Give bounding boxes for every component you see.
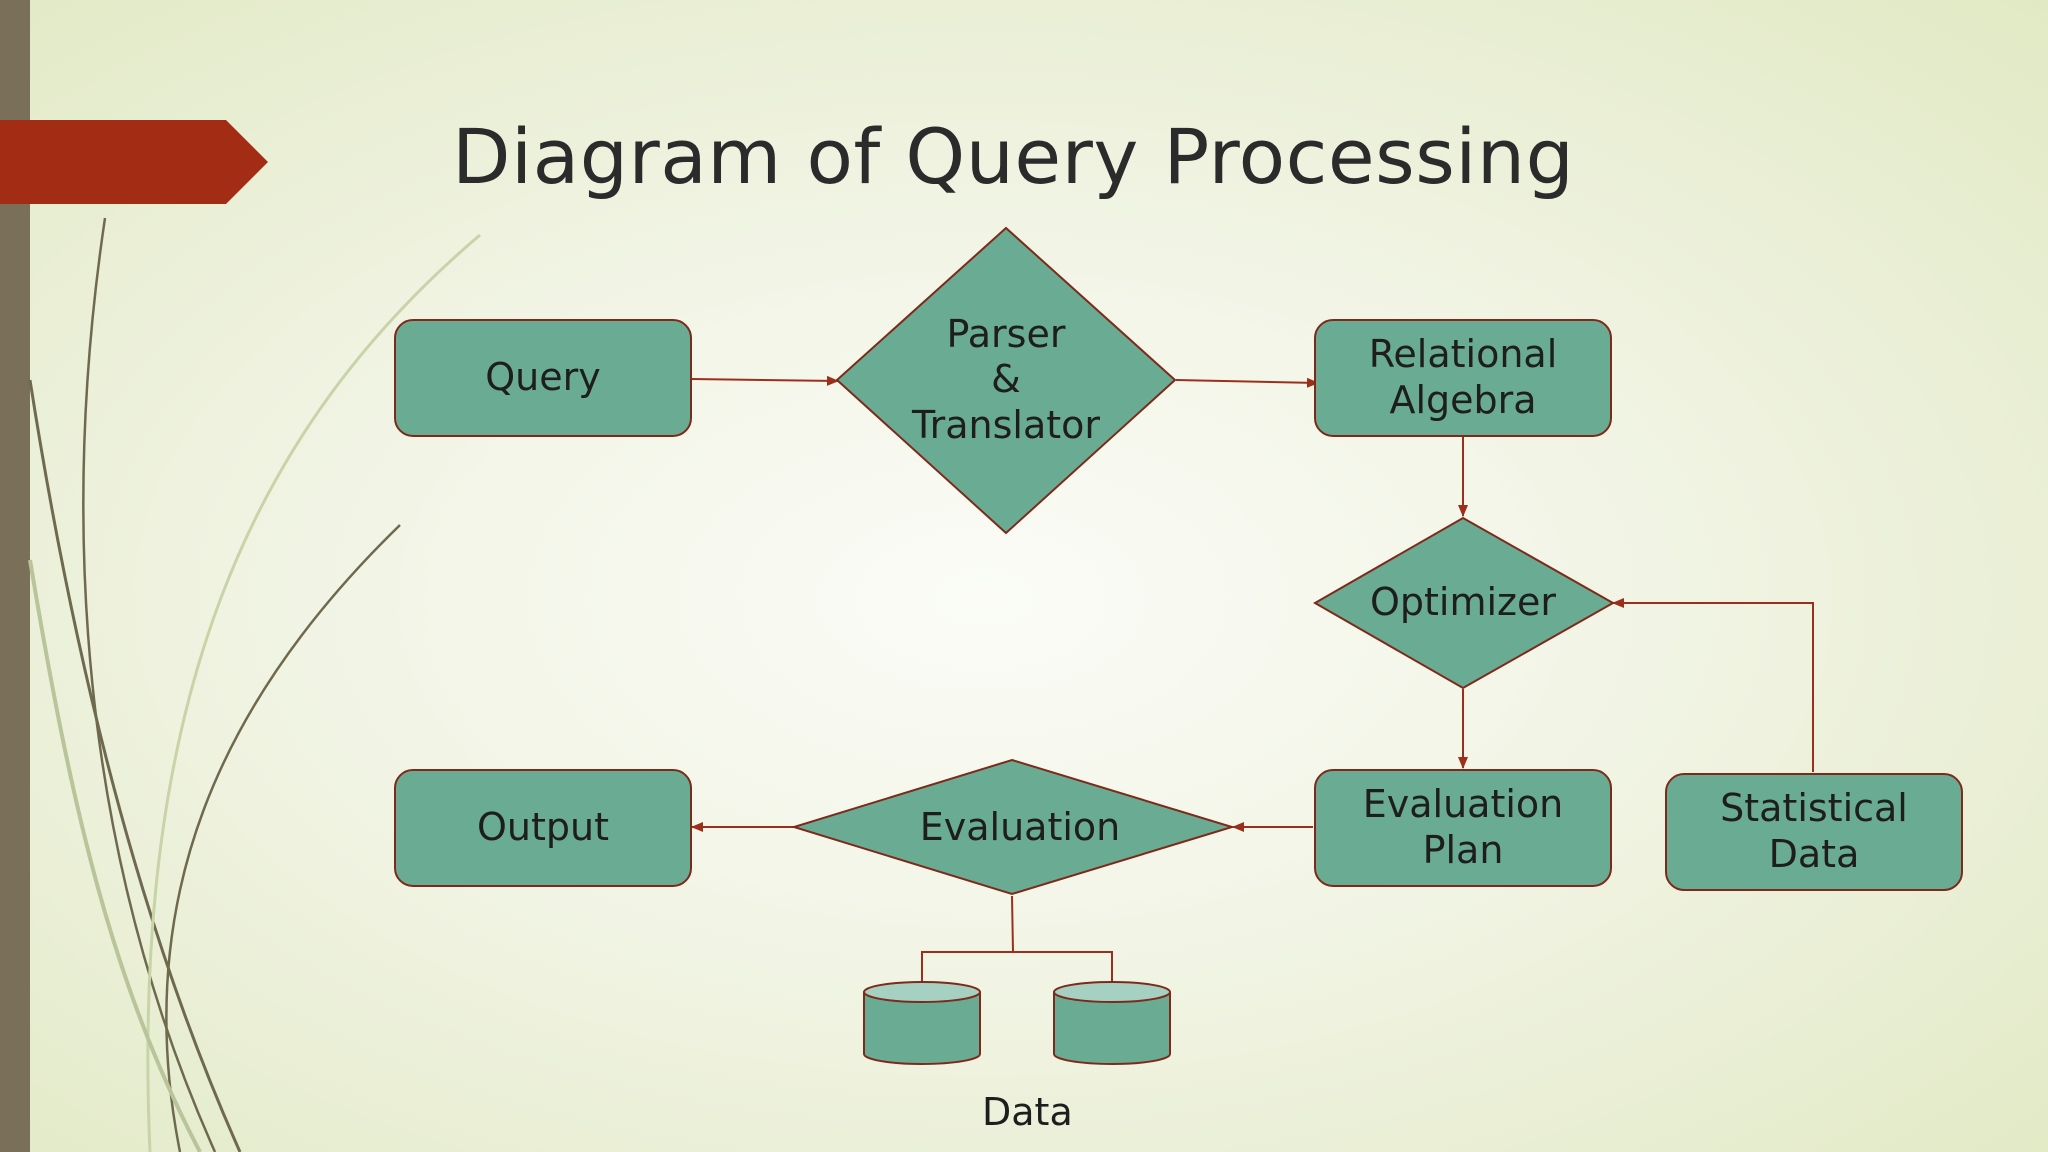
arrow-query-to-parser — [691, 375, 839, 386]
statistical-data-label-box: Statistical Data — [1666, 774, 1962, 890]
evaluation-plan-label-line1: Evaluation — [1362, 782, 1564, 827]
arrow-statistical-to-optimizer — [1612, 598, 1814, 772]
database-cylinder-right-icon — [1053, 981, 1171, 1065]
output-node — [394, 769, 692, 887]
statistical-data-label: Data — [1768, 832, 1860, 876]
connector-evaluation-to-data — [921, 895, 1015, 982]
optimizer-label-box: Optimizer — [1340, 575, 1586, 631]
parser-label: Parser — [946, 311, 1066, 356]
relational-label: Relational — [1368, 332, 1558, 377]
parser-translator-label-box: Parser & Translator — [886, 310, 1126, 450]
evaluation-plan-label-box: Evaluation Plan — [1315, 770, 1611, 886]
arrow-parser-to-relational — [1175, 377, 1319, 388]
ampersand-label: & — [991, 357, 1021, 402]
query-label-box: Query — [395, 320, 691, 436]
query-label: Query — [485, 355, 601, 400]
translator-label: Translator — [911, 402, 1101, 447]
relational-algebra-label-box: Relational Algebra — [1315, 320, 1611, 436]
slide-title: Diagram of Query Processing — [452, 112, 1575, 201]
output-label-box: Output — [395, 770, 691, 886]
title-accent-arrow — [0, 120, 268, 204]
data-caption: Data — [982, 1090, 1073, 1134]
optimizer-diamond — [1312, 516, 1616, 690]
statistical-data-node — [1665, 773, 1963, 891]
query-node — [394, 319, 692, 437]
algebra-label: Algebra — [1389, 378, 1537, 422]
evaluation-plan-label-line2: Plan — [1422, 828, 1504, 872]
evaluation-label-box: Evaluation — [880, 800, 1160, 856]
database-cylinder-left-icon — [863, 981, 981, 1065]
parser-translator-diamond — [835, 226, 1177, 535]
statistical-label: Statistical — [1720, 786, 1908, 831]
connector-evaluation-to-data-right — [1013, 951, 1113, 982]
relational-algebra-node — [1314, 319, 1612, 437]
evaluation-plan-node — [1314, 769, 1612, 887]
decorative-curves — [28, 217, 481, 1152]
evaluation-diamond — [790, 758, 1236, 896]
optimizer-label: Optimizer — [1369, 580, 1556, 625]
connectors — [691, 375, 1814, 982]
output-label: Output — [477, 805, 609, 850]
evaluation-label: Evaluation — [919, 805, 1121, 850]
